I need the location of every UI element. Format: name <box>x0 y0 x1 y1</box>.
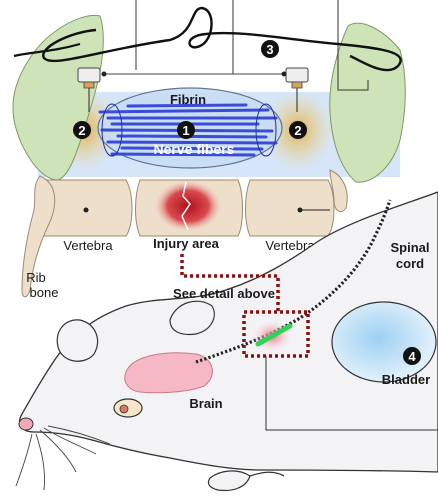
marker-4: 4 <box>403 347 421 365</box>
marker-2-left: 2 <box>73 121 91 139</box>
svg-text:4: 4 <box>408 349 416 364</box>
vertebra-right-label: Vertebra <box>265 238 315 253</box>
spinal-cord-label-line1: Spinal <box>390 240 429 255</box>
marker-3: 3 <box>256 40 284 58</box>
rib-bone-label-line2: bone <box>30 285 59 300</box>
rib-right <box>329 22 406 183</box>
rat-ear-back <box>169 300 215 336</box>
rat-ear-front <box>56 319 99 362</box>
svg-text:2: 2 <box>78 123 85 138</box>
fibrin-label: Fibrin <box>170 92 206 107</box>
rib-bone <box>21 175 56 298</box>
nerve-fibers-label: Nerve fibers <box>154 141 235 157</box>
suture-wire <box>42 6 402 72</box>
detail-illustration <box>12 0 406 298</box>
svg-text:2: 2 <box>294 123 301 138</box>
bladder-label: Bladder <box>382 372 430 387</box>
vertebra-right-body <box>245 179 335 237</box>
rat-paw <box>207 470 251 492</box>
see-detail-label: See detail above <box>173 286 275 301</box>
marker-1: 1 <box>177 121 195 139</box>
rat-brain <box>124 352 213 394</box>
marker-2-right: 2 <box>289 121 307 139</box>
rat-nose <box>18 417 34 431</box>
svg-text:3: 3 <box>266 42 273 57</box>
detail-box <box>242 310 310 358</box>
rat-bladder <box>331 301 437 383</box>
rat-whiskers <box>15 425 111 491</box>
cord-implant <box>255 323 293 347</box>
svg-text:1: 1 <box>182 123 189 138</box>
injury-area-label: Injury area <box>153 236 220 251</box>
rat-illustration <box>15 191 438 492</box>
clamp-left <box>77 67 101 112</box>
rib-bone-label-line1: Rib <box>26 270 46 285</box>
spinal-cord-label-line2: cord <box>396 256 424 271</box>
vertebra-left-label: Vertebra <box>63 238 113 253</box>
brain-label: Brain <box>189 396 222 411</box>
